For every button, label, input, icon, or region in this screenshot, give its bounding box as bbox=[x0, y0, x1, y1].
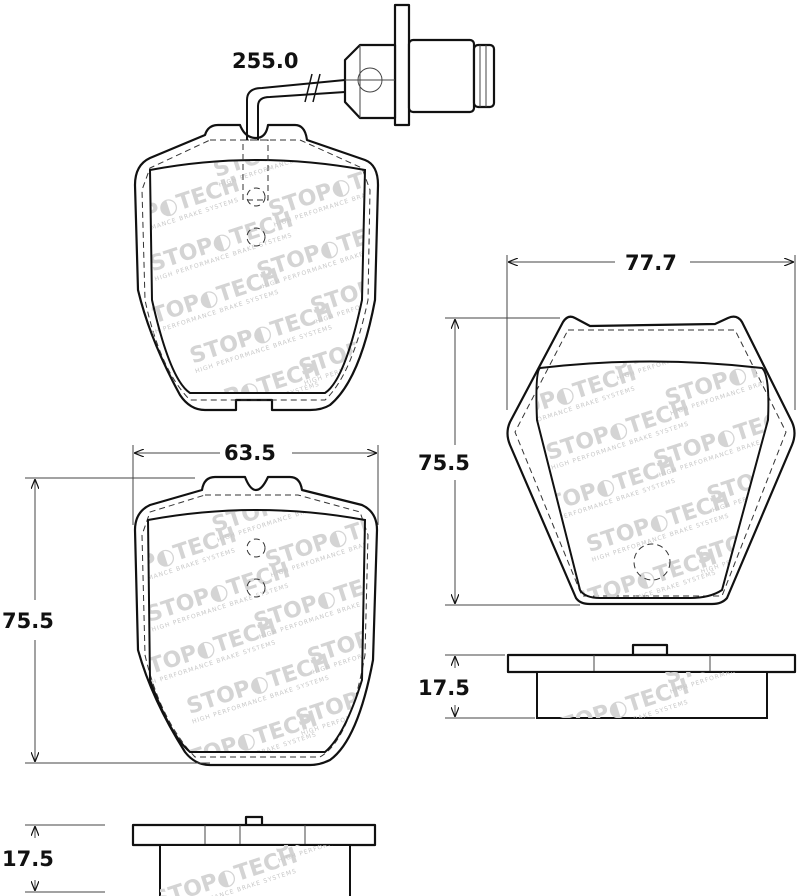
left-pad-edge-view: 17.5 bbox=[2, 815, 377, 896]
left-pad-width-label: 63.5 bbox=[224, 441, 276, 465]
right-pad-front-view: 77.7 75.5 bbox=[418, 251, 796, 606]
left-pad-thickness-label: 17.5 bbox=[2, 847, 54, 871]
top-pad-with-sensor: 255.0 bbox=[133, 3, 496, 412]
left-pad-front-view: 63.5 75.5 bbox=[2, 441, 379, 767]
right-pad-edge-view: 17.5 bbox=[418, 643, 797, 719]
right-pad-width-label: 77.7 bbox=[625, 251, 677, 275]
right-pad-height-label: 75.5 bbox=[418, 451, 470, 475]
right-pad-thickness-label: 17.5 bbox=[418, 676, 470, 700]
left-pad-height-label: 75.5 bbox=[2, 609, 54, 633]
wire-length-label: 255.0 bbox=[232, 49, 298, 73]
